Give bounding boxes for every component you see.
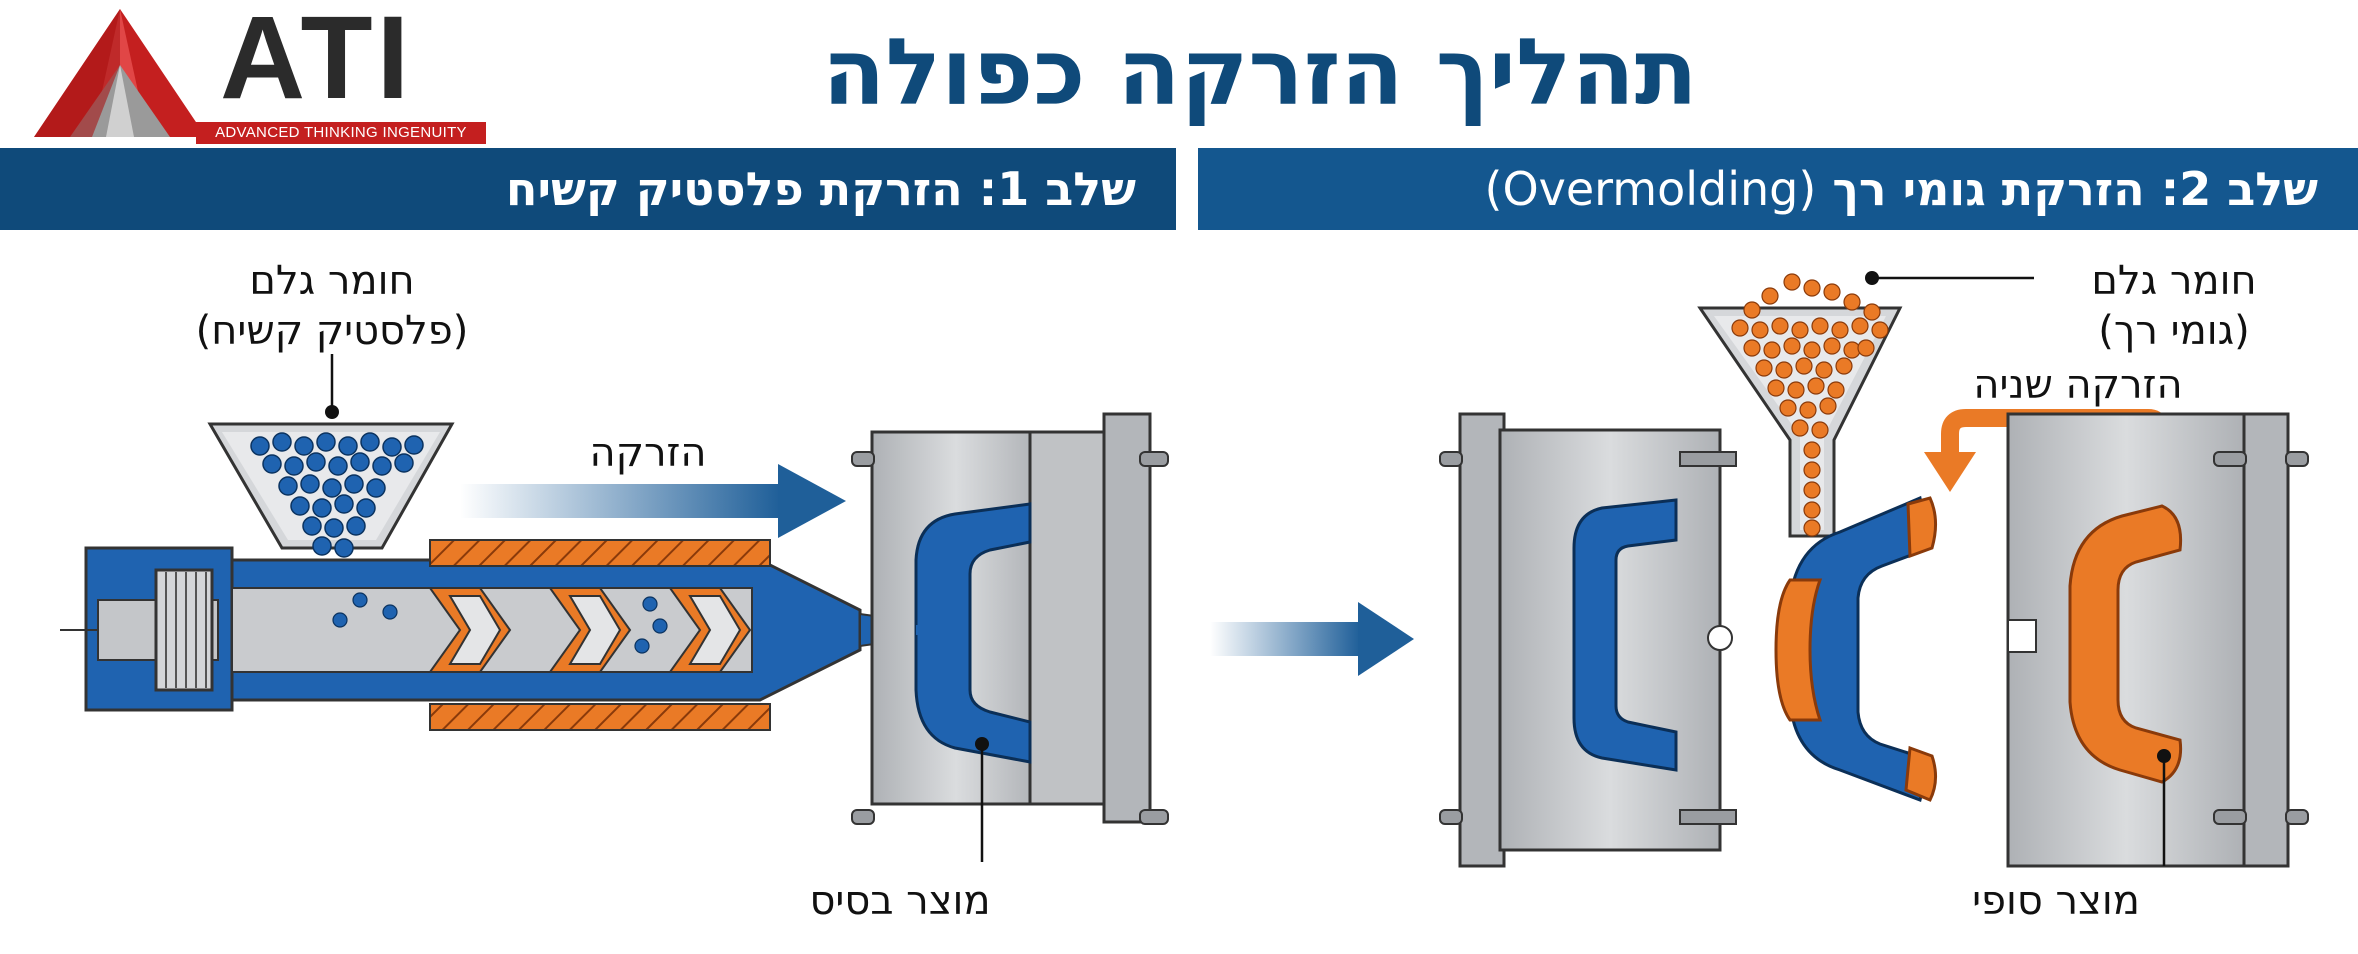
hopper-2 [1697, 273, 1903, 538]
raw-material-label-1b: (פלסטיק קשיח) [196, 308, 469, 354]
mold-stage2-left [1439, 412, 1737, 868]
base-product-label: מוצר בסיס [809, 878, 990, 924]
stage2-header-english: (Overmolding) [1484, 162, 1817, 216]
raw-material-label-2b: (גומי רך) [2098, 308, 2249, 354]
injection-unit [60, 422, 931, 731]
stage2-header-text: שלב 2: הזרקת גומי רך [1832, 162, 2318, 216]
heater-band-bottom [429, 703, 771, 731]
heater-band-top [429, 539, 771, 567]
mold-stage2-right [2006, 412, 2309, 868]
ati-logo: ATI ADVANCED THINKING INGENUITY [30, 0, 486, 145]
final-part [2068, 504, 2183, 784]
stage1-header-text: שלב 1: הזרקת פלסטיק קשיח [505, 162, 1136, 216]
base-part [914, 502, 1032, 764]
stage2-header: שלב 2: הזרקת גומי רך (Overmolding) [1198, 148, 2358, 230]
transition-arrow [1210, 602, 1414, 676]
overmold-part [1774, 495, 1937, 802]
logo-tagline: ADVANCED THINKING INGENUITY [196, 122, 486, 144]
injection-arrow [460, 464, 846, 538]
mold-stage1 [851, 412, 1169, 825]
stage1-header: שלב 1: הזרקת פלסטיק קשיח [0, 148, 1176, 230]
final-product-label: מוצר סופי [1972, 878, 2140, 924]
logo-name: ATI [220, 0, 414, 124]
raw-material-label-1a: חומר גלם [249, 258, 414, 304]
injection-label: הזרקה [589, 430, 706, 476]
logo-triangle-icon [34, 9, 206, 137]
page-title: תהליך הזרקה כפולה [822, 19, 1698, 126]
soft-rubber-pellets [1731, 273, 1889, 537]
second-injection-label: הזרקה שניה [1973, 362, 2182, 408]
hard-plastic-pellets [250, 432, 424, 558]
raw-material-label-2a: חומר גלם [2091, 258, 2256, 304]
